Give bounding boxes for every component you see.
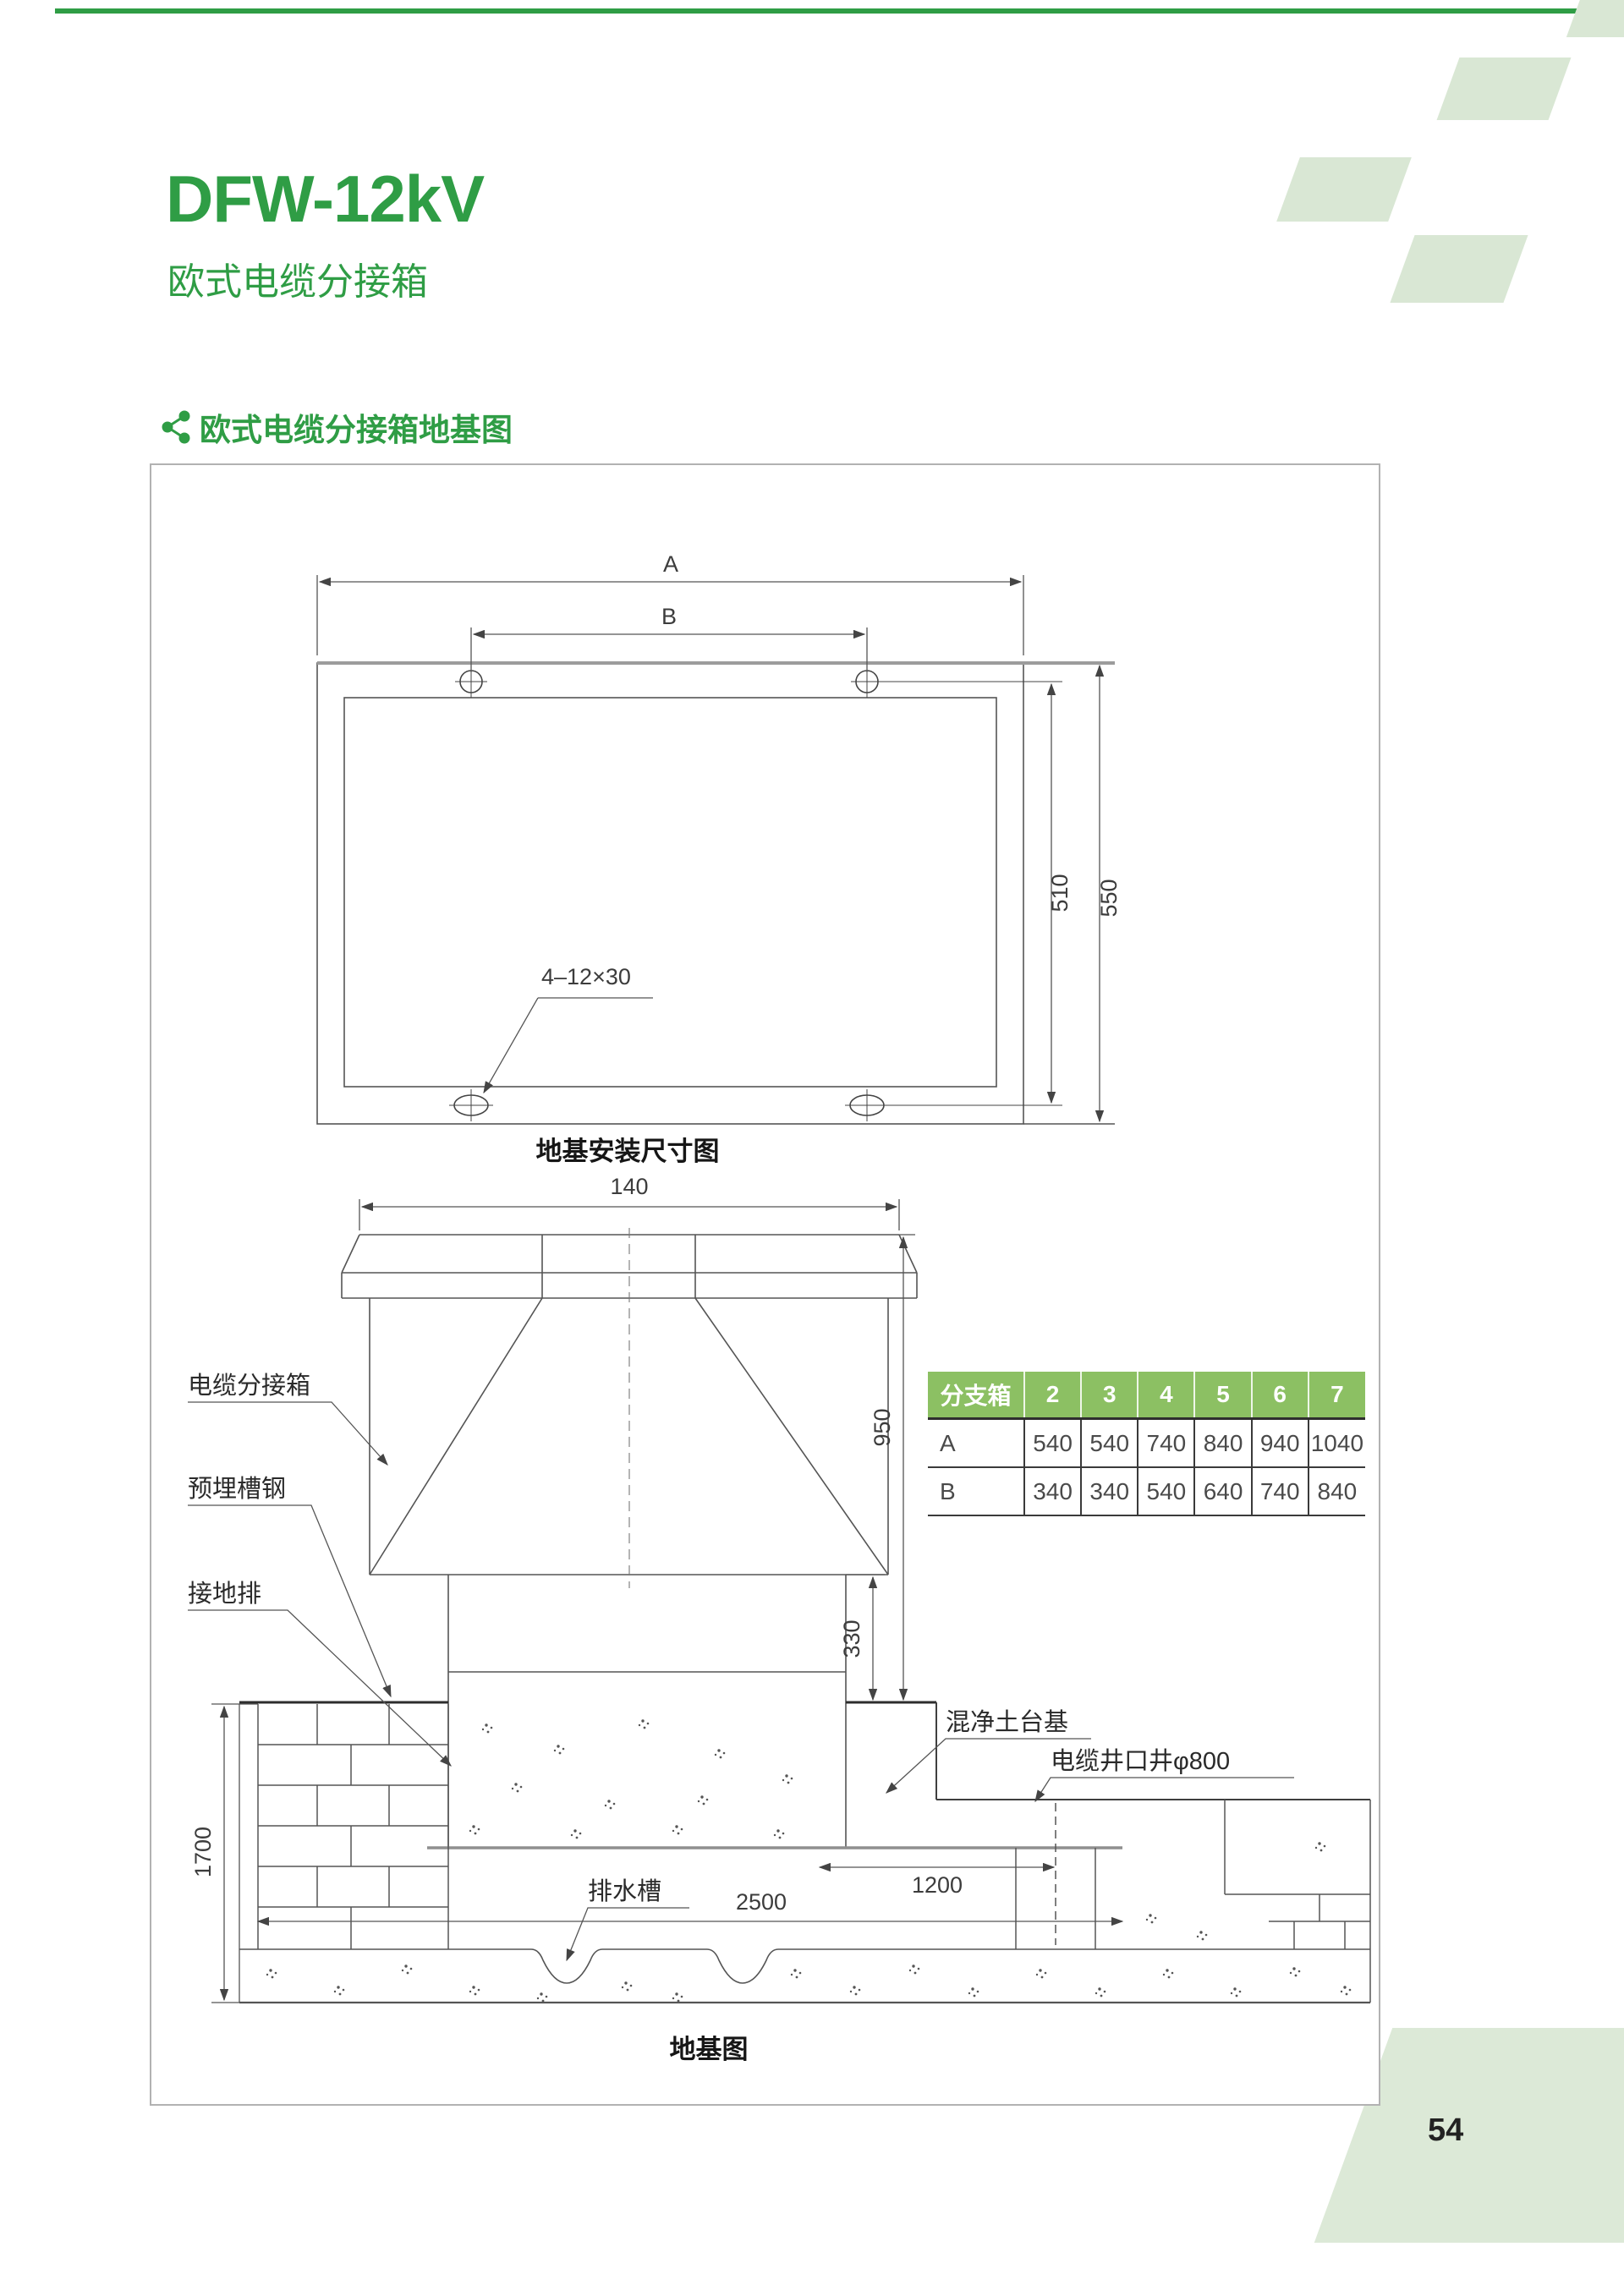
decorative-parallelogram: [1436, 58, 1572, 120]
table-row: B 340 340 540 640 740 840: [928, 1467, 1365, 1516]
brick-wall: [257, 1704, 449, 1949]
section-header: 欧式电缆分接箱地基图: [161, 404, 513, 450]
dim-950-label: 950: [870, 1408, 895, 1446]
value-cell: 840: [1307, 1467, 1365, 1516]
decorative-parallelogram: [1566, 0, 1624, 37]
branch-box-spec-table: 分支箱 2 3 4 5 6 7 A 540 540 740 840 940 10…: [928, 1372, 1365, 1516]
base-frame-top-view: A B 510 550 4–12×30 地基安装尺寸图: [316, 551, 1122, 1166]
value-cell: 840: [1193, 1418, 1252, 1468]
dim-550-label: 550: [1096, 879, 1122, 917]
share-icon: [162, 410, 190, 444]
section-title: 欧式电缆分接箱地基图: [200, 413, 513, 447]
table-row: A 540 540 740 840 940 1040: [928, 1418, 1365, 1468]
dim-a-label: A: [663, 551, 678, 577]
holes-callout-label: 4–12×30: [541, 964, 631, 989]
value-cell: 340: [1023, 1467, 1082, 1516]
value-cell: 540: [1023, 1418, 1082, 1468]
label-cabinet: 电缆分接箱: [188, 1372, 310, 1400]
table-header-cell: 5: [1193, 1372, 1252, 1419]
dim-1700-label: 1700: [190, 1827, 216, 1877]
decorative-parallelogram: [1390, 235, 1528, 303]
label-channel-steel: 预埋槽钢: [188, 1475, 286, 1503]
page-title: DFW-12kV: [166, 162, 485, 236]
drawing1-caption: 地基安装尺寸图: [536, 1137, 720, 1166]
value-cell: 540: [1080, 1418, 1138, 1468]
decorative-parallelogram: [1276, 157, 1412, 222]
page-subtitle: 欧式电缆分接箱: [167, 261, 428, 303]
label-concrete-base: 混净土台基: [946, 1708, 1068, 1736]
value-cell: 740: [1137, 1418, 1195, 1468]
table-header-row: 分支箱 2 3 4 5 6 7: [928, 1372, 1365, 1419]
dim-140-label: 140: [610, 1174, 648, 1199]
value-cell: 740: [1250, 1467, 1309, 1516]
dim-1200-label: 1200: [912, 1872, 963, 1898]
row-label-cell: B: [928, 1467, 1024, 1516]
foundation-section-view: 140 950 330 1700 1200 2500 电缆分接箱 预埋槽钢 接地…: [188, 1174, 1371, 2064]
foundation-drawings: A B 510 550 4–12×30 地基安装尺寸图: [188, 551, 1371, 2064]
label-cable-well: 电缆井口井φ800: [1051, 1747, 1230, 1775]
table-header-cell: 6: [1250, 1372, 1309, 1419]
row-label-cell: A: [928, 1418, 1024, 1468]
value-cell: 340: [1080, 1467, 1138, 1516]
value-cell: 940: [1250, 1418, 1309, 1468]
dim-2500-label: 2500: [736, 1889, 787, 1915]
table-header-cell: 分支箱: [928, 1372, 1024, 1419]
value-cell: 540: [1137, 1467, 1195, 1516]
table-header-cell: 7: [1307, 1372, 1365, 1419]
value-cell: 1040: [1307, 1418, 1365, 1468]
dim-b-label: B: [661, 604, 677, 629]
dim-330-label: 330: [839, 1619, 864, 1658]
value-cell: 640: [1193, 1467, 1252, 1516]
table-header-cell: 4: [1137, 1372, 1195, 1419]
diagram-frame: [150, 463, 1380, 2106]
table-header-cell: 3: [1080, 1372, 1138, 1419]
label-drain: 排水槽: [588, 1877, 661, 1905]
label-ground-bar: 接地排: [188, 1580, 261, 1608]
table-header-cell: 2: [1023, 1372, 1082, 1419]
dim-510-label: 510: [1047, 874, 1073, 912]
top-accent-rule: [55, 8, 1590, 14]
drawing2-caption: 地基图: [670, 2035, 749, 2064]
page-number: 54: [1428, 2112, 1464, 2148]
